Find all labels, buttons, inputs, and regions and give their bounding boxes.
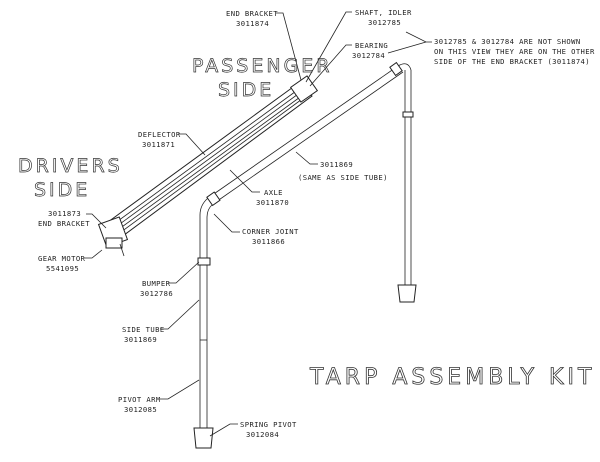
note-line-3: SIDE OF THE END BRACKET (3011874) [434, 57, 590, 66]
diagram-title: TARP ASSEMBLY KIT [309, 365, 595, 390]
note-line-1: 3012785 & 3012784 ARE NOT SHOWN [434, 37, 581, 46]
note-line-2: ON THIS VIEW THEY ARE ON THE OTHER [434, 47, 595, 56]
spring-pivot-name: SPRING PIVOT [240, 420, 297, 429]
passenger-side-label: PASSENGER [192, 55, 333, 77]
drivers-side-label-2: SIDE [34, 179, 90, 201]
end-bracket-drivers-number: 3011873 [48, 209, 81, 218]
deflector-number: 3011871 [142, 140, 175, 149]
end-bracket-passenger-name: END BRACKET [226, 9, 278, 18]
corner-joint-number: 3011866 [252, 237, 285, 246]
pivot-arm-name: PIVOT ARM [118, 395, 161, 404]
spring-pivot-number: 3012084 [246, 430, 279, 439]
shaft-idler-name: SHAFT, IDLER [355, 8, 412, 17]
deflector-name: DEFLECTOR [138, 130, 181, 139]
drivers-end-bracket [97, 216, 129, 257]
end-bracket-passenger-number: 3011874 [236, 19, 269, 28]
end-bracket-drivers-name: END BRACKET [38, 219, 90, 228]
drivers-side-label: DRIVERS [18, 155, 123, 177]
leader-lines [84, 11, 432, 437]
bearing-name: BEARING [355, 41, 388, 50]
side-tube-name: SIDE TUBE [122, 325, 165, 334]
shaft-idler-number: 3012785 [368, 18, 401, 27]
top-tube-name: (SAME AS SIDE TUBE) [298, 173, 388, 182]
gear-motor-name: GEAR MOTOR [38, 254, 86, 263]
bumper-name: BUMPER [142, 279, 171, 288]
axle-name: AXLE [264, 188, 283, 197]
corner-joint-name: CORNER JOINT [242, 227, 299, 236]
top-tube [207, 61, 412, 205]
gear-motor-number: 5541095 [46, 264, 79, 273]
side-tube-number: 3011869 [124, 335, 157, 344]
passenger-side-label-2: SIDE [218, 79, 274, 101]
top-tube-number: 3011869 [320, 160, 353, 169]
bearing-number: 3012784 [352, 51, 385, 60]
deflector-roller [107, 81, 313, 239]
left-side-tube [193, 191, 221, 449]
pivot-arm-number: 3012085 [124, 405, 157, 414]
axle-number: 3011870 [256, 198, 289, 207]
right-side-tube [397, 70, 417, 303]
bumper-number: 3012786 [140, 289, 173, 298]
